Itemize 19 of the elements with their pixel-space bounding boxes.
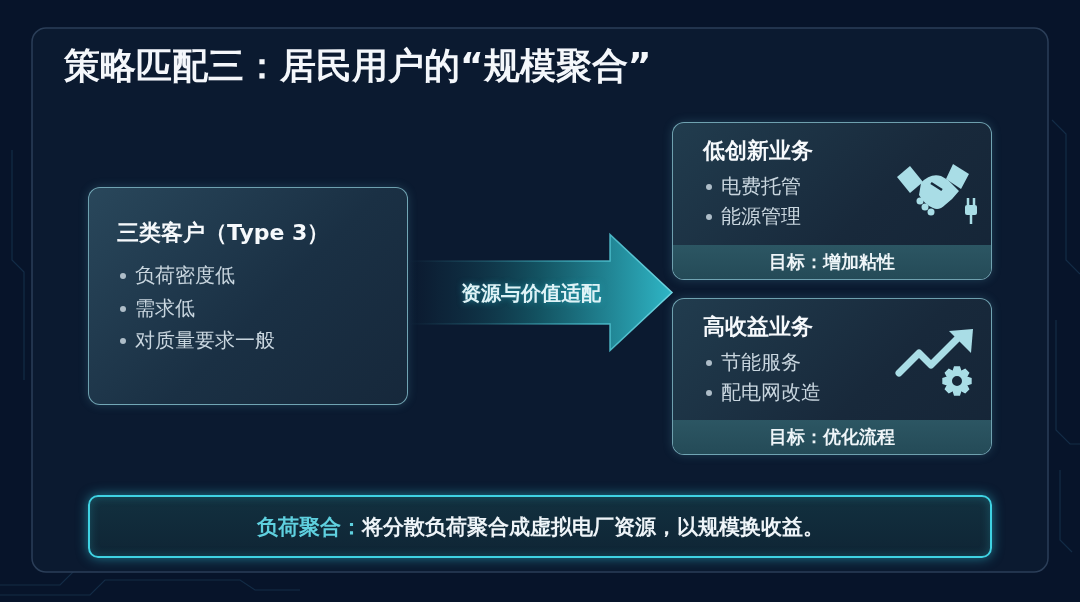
card-heading: 高收益业务 bbox=[703, 313, 813, 341]
bullet-item: 节能服务 bbox=[703, 350, 801, 376]
card-heading: 低创新业务 bbox=[703, 137, 813, 165]
bullet-item: 对质量要求一般 bbox=[117, 328, 275, 354]
goal-footer: 目标：优化流程 bbox=[673, 420, 991, 454]
summary-band bbox=[88, 495, 992, 558]
summary-text: 负荷聚合：将分散负荷聚合成虚拟电厂资源，以规模换收益。 bbox=[255, 514, 825, 541]
bullet-item: 配电网改造 bbox=[703, 380, 821, 406]
bullet-item: 需求低 bbox=[117, 296, 195, 322]
card-heading: 三类客户（Type 3） bbox=[117, 219, 330, 247]
edge-label: 资源与价值适配 bbox=[460, 279, 602, 307]
bullet-item: 电费托管 bbox=[703, 174, 801, 200]
service-card bbox=[672, 122, 992, 280]
bullet-item: 能源管理 bbox=[703, 204, 801, 230]
goal-footer: 目标：增加粘性 bbox=[673, 245, 991, 279]
slide-title: 策略匹配三：居民用户的“规模聚合” bbox=[64, 44, 652, 88]
customer-card bbox=[88, 187, 408, 405]
service-card bbox=[672, 298, 992, 455]
bullet-item: 负荷密度低 bbox=[117, 263, 235, 289]
